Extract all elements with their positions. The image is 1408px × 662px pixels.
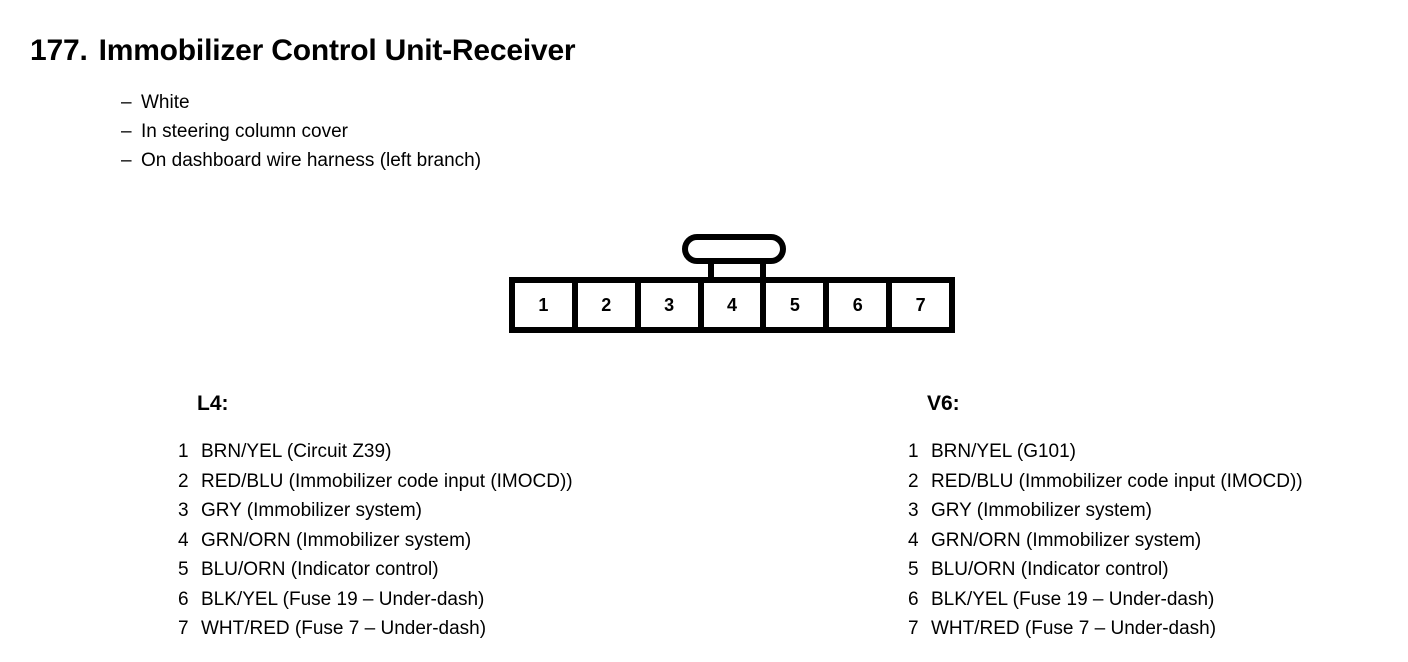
- pin-row-number: 3: [908, 500, 919, 521]
- page-title-number: 177.: [30, 34, 88, 67]
- pin-row: 2 RED/BLU (Immobilizer code input (IMOCD)…: [178, 467, 573, 497]
- pin-row-description: BLK/YEL (Fuse 19 – Under-dash): [931, 588, 1215, 610]
- pin-list-v6: V6: 1 BRN/YEL (G101) 2 RED/BLU (Immobilizer…: [908, 392, 1303, 644]
- note-item: –On dashboard wire harness (left branch): [121, 146, 481, 175]
- pin-row: 1 BRN/YEL (Circuit Z39): [178, 437, 573, 467]
- connector-latch-bridge: [708, 258, 766, 264]
- pin-row-description: GRN/ORN (Immobilizer system): [931, 529, 1202, 551]
- pin-row-description: BLK/YEL (Fuse 19 – Under-dash): [201, 588, 485, 610]
- note-text: On dashboard wire harness (left branch): [141, 150, 482, 171]
- pin-row-number: 5: [908, 559, 919, 580]
- pin-row: 3 GRY (Immobilizer system): [908, 496, 1303, 526]
- connector-latch-stem-left: [708, 258, 714, 282]
- note-dash-icon: –: [121, 150, 132, 171]
- page-title: 177. Immobilizer Control Unit-Receiver: [30, 34, 576, 68]
- pin-row: 1 BRN/YEL (G101): [908, 437, 1303, 467]
- pin-row-number: 2: [178, 470, 189, 492]
- connector-pin-2: 2: [577, 283, 641, 327]
- pin-row-description: GRY (Immobilizer system): [931, 500, 1152, 521]
- pin-row: 7 WHT/RED (Fuse 7 – Under-dash): [178, 614, 573, 644]
- notes-list: –White–In steering column cover–On dashb…: [121, 88, 481, 175]
- pin-list-v6-heading: V6:: [927, 392, 960, 415]
- pin-row-description: BRN/YEL (Circuit Z39): [201, 441, 392, 462]
- pin-list-l4-rows: 1 BRN/YEL (Circuit Z39) 2 RED/BLU (Immobili…: [178, 437, 573, 644]
- connector-pin-3: 3: [640, 283, 704, 327]
- pin-row: 5 BLU/ORN (Indicator control): [178, 555, 573, 585]
- pin-row-number: 2: [908, 470, 919, 492]
- pin-row-description: BLU/ORN (Indicator control): [931, 559, 1169, 580]
- pin-row-number: 4: [908, 529, 919, 551]
- pin-row-number: 4: [178, 529, 189, 551]
- connector-pin-6: 6: [829, 283, 893, 327]
- pin-row: 3 GRY (Immobilizer system): [178, 496, 573, 526]
- pin-row-description: WHT/RED (Fuse 7 – Under-dash): [201, 618, 487, 639]
- pin-row: 6 BLK/YEL (Fuse 19 – Under-dash): [178, 585, 573, 615]
- connector-pin-7: 7: [892, 283, 950, 327]
- connector-pin-4: 4: [703, 283, 767, 327]
- pin-row-description: WHT/RED (Fuse 7 – Under-dash): [931, 618, 1217, 639]
- pin-row: 2 RED/BLU (Immobilizer code input (IMOCD)…: [908, 467, 1303, 497]
- pin-row-description: GRN/ORN (Immobilizer system): [201, 529, 472, 551]
- pin-list-l4: L4: 1 BRN/YEL (Circuit Z39) 2 RED/BLU (Immo…: [178, 392, 573, 644]
- note-item: –White: [121, 88, 481, 117]
- pin-list-v6-rows: 1 BRN/YEL (G101) 2 RED/BLU (Immobilizer cod…: [908, 437, 1303, 644]
- pin-row-number: 7: [908, 618, 919, 639]
- connector-latch-stem-right: [760, 258, 766, 282]
- pin-row: 7 WHT/RED (Fuse 7 – Under-dash): [908, 614, 1303, 644]
- pin-row-number: 3: [178, 500, 189, 521]
- note-dash-icon: –: [121, 92, 132, 113]
- pin-list-l4-heading: L4:: [197, 392, 229, 415]
- pin-row: 5 BLU/ORN (Indicator control): [908, 555, 1303, 585]
- pin-row: 4 GRN/ORN (Immobilizer system): [908, 526, 1303, 556]
- page-title-text: Immobilizer Control Unit-Receiver: [98, 34, 576, 67]
- pin-row-number: 5: [178, 559, 189, 580]
- note-text: In steering column cover: [141, 121, 348, 142]
- pin-row: 4 GRN/ORN (Immobilizer system): [178, 526, 573, 556]
- pin-row-description: RED/BLU (Immobilizer code input (IMOCD)): [931, 470, 1303, 492]
- pin-row: 6 BLK/YEL (Fuse 19 – Under-dash): [908, 585, 1303, 615]
- note-text: White: [141, 92, 190, 113]
- connector-pin-1: 1: [515, 283, 578, 327]
- note-item: –In steering column cover: [121, 117, 481, 146]
- pin-row-number: 6: [178, 588, 189, 610]
- pin-row-description: GRY (Immobilizer system): [201, 500, 422, 521]
- pin-row-number: 7: [178, 618, 189, 639]
- connector-pin-5: 5: [766, 283, 830, 327]
- pin-row-description: BRN/YEL (G101): [931, 441, 1077, 462]
- note-dash-icon: –: [121, 121, 132, 142]
- pin-row-number: 6: [908, 588, 919, 610]
- pin-row-description: BLU/ORN (Indicator control): [201, 559, 439, 580]
- pin-row-number: 1: [178, 441, 189, 462]
- pin-row-number: 1: [908, 441, 919, 462]
- pin-row-description: RED/BLU (Immobilizer code input (IMOCD)): [201, 470, 573, 492]
